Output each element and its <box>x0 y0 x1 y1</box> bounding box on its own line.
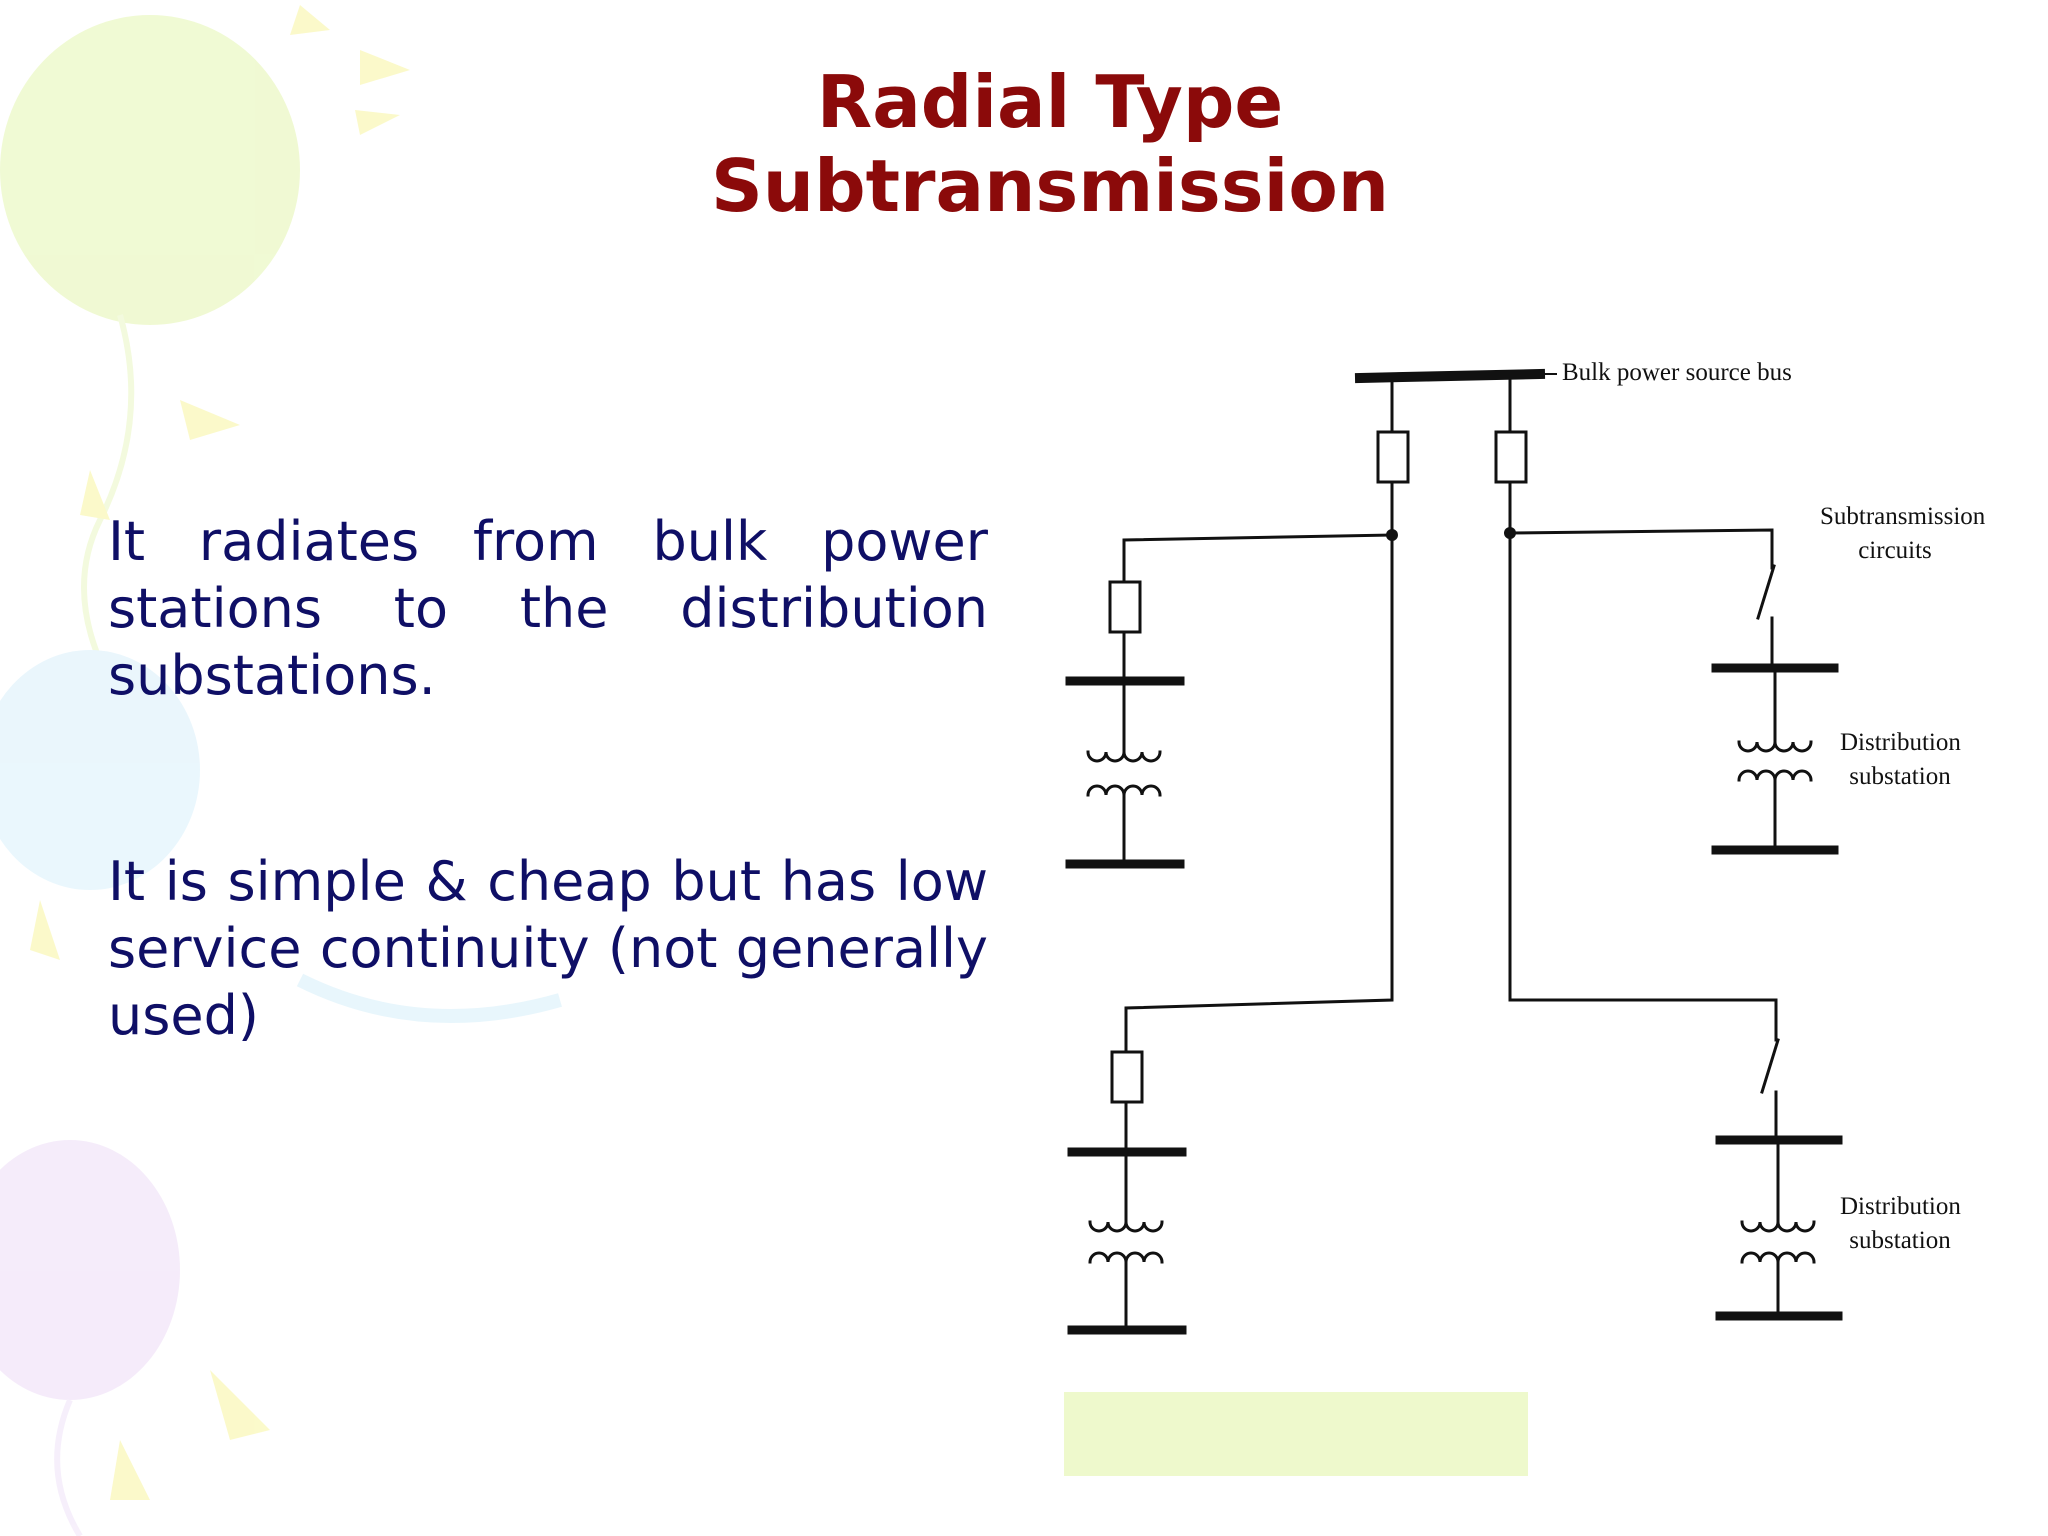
purple-balloon-shape <box>0 1140 180 1400</box>
subtransmission-left-lower <box>1124 533 1394 1054</box>
substation-label-upper-line-1: Distribution <box>1840 729 1961 756</box>
transformer-right-lower <box>1740 1220 1816 1264</box>
circuit-breaker-left-feeder <box>1376 430 1410 484</box>
substation-label-upper-line-2: substation <box>1849 763 1951 790</box>
substation-label-lower-line-1: Distribution <box>1840 1193 1961 1220</box>
transformer-right-upper <box>1737 740 1813 782</box>
subtransmission-right-lower <box>1508 531 1778 1042</box>
subtransmission-label-line-1: Subtransmission <box>1820 503 1986 530</box>
circuit-breaker-right-feeder <box>1494 430 1528 484</box>
slide-title-line-1: Radial Type <box>816 60 1284 144</box>
highlight-box <box>1064 1392 1528 1476</box>
blue-balloon-shape <box>0 650 200 890</box>
subtransmission-label-line-2: circuits <box>1858 537 1932 564</box>
distribution-substation-label-upper: Distribution substation <box>1840 726 1961 794</box>
bullet-radiates: It radiates from bulk power stations to … <box>108 510 988 707</box>
slide-title: Radial Type Subtransmission <box>570 60 1530 228</box>
transformer-left-lower <box>1088 1220 1164 1264</box>
bus-label: Bulk power source bus <box>1562 359 1792 386</box>
disconnect-switch-right-upper <box>1756 564 1776 620</box>
circuit-breaker-left-upper <box>1108 580 1142 634</box>
substation-label-lower-line-2: substation <box>1849 1227 1951 1254</box>
distribution-substation-label-lower: Distribution substation <box>1840 1190 1961 1258</box>
subtransmission-left-upper <box>1122 533 1394 584</box>
subtransmission-circuits-label: Subtransmission circuits <box>1820 500 1986 568</box>
transformer-left-upper <box>1086 750 1162 797</box>
bulk-power-bus <box>1354 368 1546 384</box>
slide-title-line-2: Subtransmission <box>710 144 1390 228</box>
circuit-breaker-left-lower <box>1110 1050 1144 1104</box>
disconnect-switch-right-lower <box>1760 1038 1780 1094</box>
subtransmission-right-upper <box>1508 528 1774 570</box>
green-balloon-shape <box>0 15 300 325</box>
bullet-simple-cheap: It is simple & cheap but has low service… <box>108 850 988 1047</box>
